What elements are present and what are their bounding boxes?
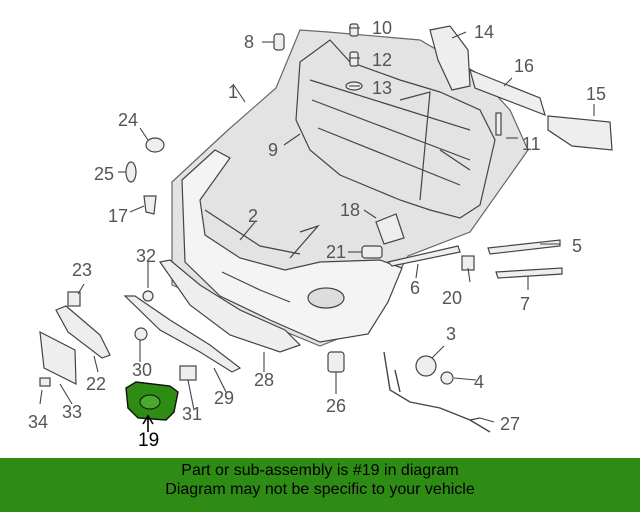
callout-4: 4: [474, 372, 484, 392]
callout-6: 6: [410, 278, 420, 298]
callout-16: 16: [514, 56, 534, 76]
info-line-disclaimer: Diagram may not be specific to your vehi…: [165, 481, 475, 498]
callout-20: 20: [442, 288, 462, 308]
callout-9: 9: [268, 140, 278, 160]
callout-13: 13: [372, 78, 392, 98]
callout-26: 26: [326, 396, 346, 416]
callout-29: 29: [214, 388, 234, 408]
callout-18: 18: [340, 200, 360, 220]
part-2-bumper-cover: [181, 149, 403, 343]
callout-2: 2: [248, 206, 258, 226]
callout-22: 22: [86, 374, 106, 394]
part-9-carrier: [295, 39, 496, 219]
callout-8: 8: [244, 32, 254, 52]
callout-7: 7: [520, 294, 530, 314]
callout-31: 31: [182, 404, 202, 424]
callout-32: 32: [136, 246, 156, 266]
callout-21: 21: [326, 242, 346, 262]
callout-27: 27: [500, 414, 520, 434]
callout-30: 30: [132, 360, 152, 380]
callout-17: 17: [108, 206, 128, 226]
callout-15: 15: [586, 84, 606, 104]
small-parts: [39, 23, 613, 387]
info-banner: Part or sub-assembly is #19 in diagram D…: [0, 458, 640, 512]
part-33-plate-bracket: [39, 330, 77, 385]
callout-5: 5: [572, 236, 582, 256]
callout-12: 12: [372, 50, 392, 70]
highlight-arrow: [142, 414, 154, 432]
part-27-harness: [383, 351, 491, 433]
callout-10: 10: [372, 18, 392, 38]
callout-14: 14: [474, 22, 494, 42]
callout-23: 23: [72, 260, 92, 280]
part-22-bracket: [55, 305, 111, 359]
callout-25: 25: [94, 164, 114, 184]
callout-33: 33: [62, 402, 82, 422]
parts-diagram: 1 2 3 4 5 6 7 8 9 10 11 12 13 14 15 16 1…: [28, 18, 613, 451]
callout-19: 19: [138, 430, 159, 451]
callout-28: 28: [254, 370, 274, 390]
leader-lines: [39, 27, 595, 423]
callout-1: 1: [228, 82, 238, 102]
part-28-valance: [158, 259, 302, 353]
callout-3: 3: [446, 324, 456, 344]
part-29-skid: [123, 295, 242, 373]
callout-11: 11: [522, 134, 541, 154]
callout-24: 24: [118, 110, 138, 130]
part-19-opening: [139, 394, 161, 410]
info-line-part: Part or sub-assembly is #19 in diagram: [181, 462, 459, 479]
callout-34: 34: [28, 412, 48, 432]
callout-labels: 1 2 3 4 5 6 7 8 9 10 11 12 13 14 15 16 1…: [28, 18, 606, 451]
